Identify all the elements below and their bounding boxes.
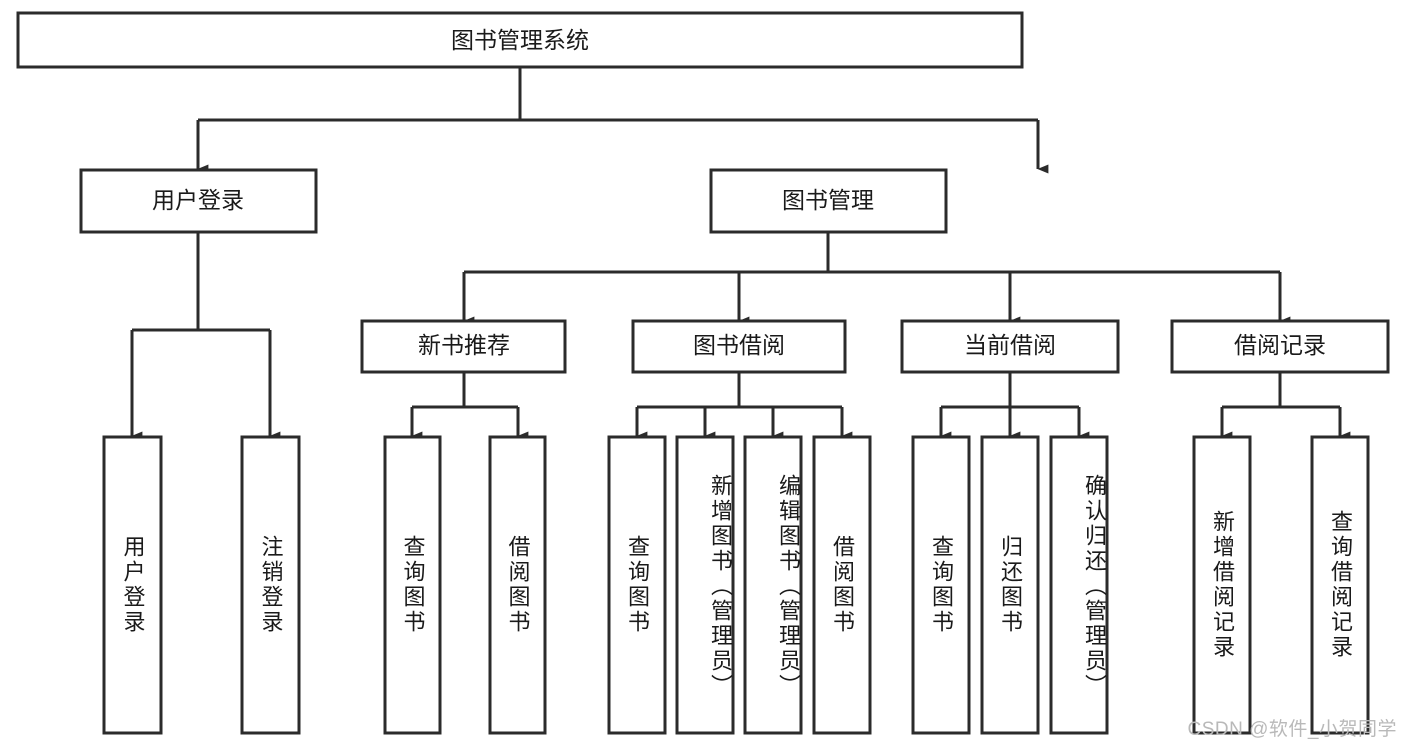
leaf-box-user-login-2[interactable] — [240, 435, 301, 735]
node-book-management[interactable]: 图书管理 — [709, 168, 948, 234]
leaf-box-book-borrow-1[interactable] — [607, 435, 667, 735]
node-borrow-records-label: 借阅记录 — [1234, 332, 1326, 358]
leaf-box-book-borrow-4[interactable] — [812, 435, 872, 735]
node-current-borrow-label: 当前借阅 — [964, 332, 1056, 358]
leaf-box-current-borrow-2[interactable] — [980, 435, 1040, 735]
node-root-book-management-system[interactable]: 图书管理系统 — [16, 11, 1024, 69]
watermark-credit: CSDN @软件_小贺同学 — [1187, 719, 1397, 740]
node-book-borrow[interactable]: 图书借阅 — [631, 319, 847, 374]
leaf-box-borrow-records-1[interactable] — [1192, 435, 1252, 735]
leaf-box-new-book-1[interactable] — [383, 435, 442, 735]
node-new-book-recommend-label: 新书推荐 — [418, 332, 510, 358]
leaf-box-current-borrow-3[interactable] — [1049, 435, 1109, 735]
node-current-borrow[interactable]: 当前借阅 — [900, 319, 1120, 374]
leaf-box-book-borrow-2[interactable] — [675, 435, 735, 735]
node-book-borrow-label: 图书借阅 — [693, 332, 785, 358]
leaf-box-book-borrow-3[interactable] — [743, 435, 803, 735]
node-new-book-recommend[interactable]: 新书推荐 — [360, 319, 567, 374]
leaf-box-borrow-records-2[interactable] — [1310, 435, 1370, 735]
leaf-box-new-book-2[interactable] — [488, 435, 547, 735]
node-borrow-records[interactable]: 借阅记录 — [1170, 319, 1390, 374]
node-user-login[interactable]: 用户登录 — [79, 168, 318, 234]
leaf-box-current-borrow-1[interactable] — [911, 435, 971, 735]
node-root-label: 图书管理系统 — [451, 27, 589, 53]
node-user-login-label: 用户登录 — [152, 187, 244, 213]
node-book-management-label: 图书管理 — [782, 187, 874, 213]
leaf-box-user-login-1[interactable] — [102, 435, 163, 735]
